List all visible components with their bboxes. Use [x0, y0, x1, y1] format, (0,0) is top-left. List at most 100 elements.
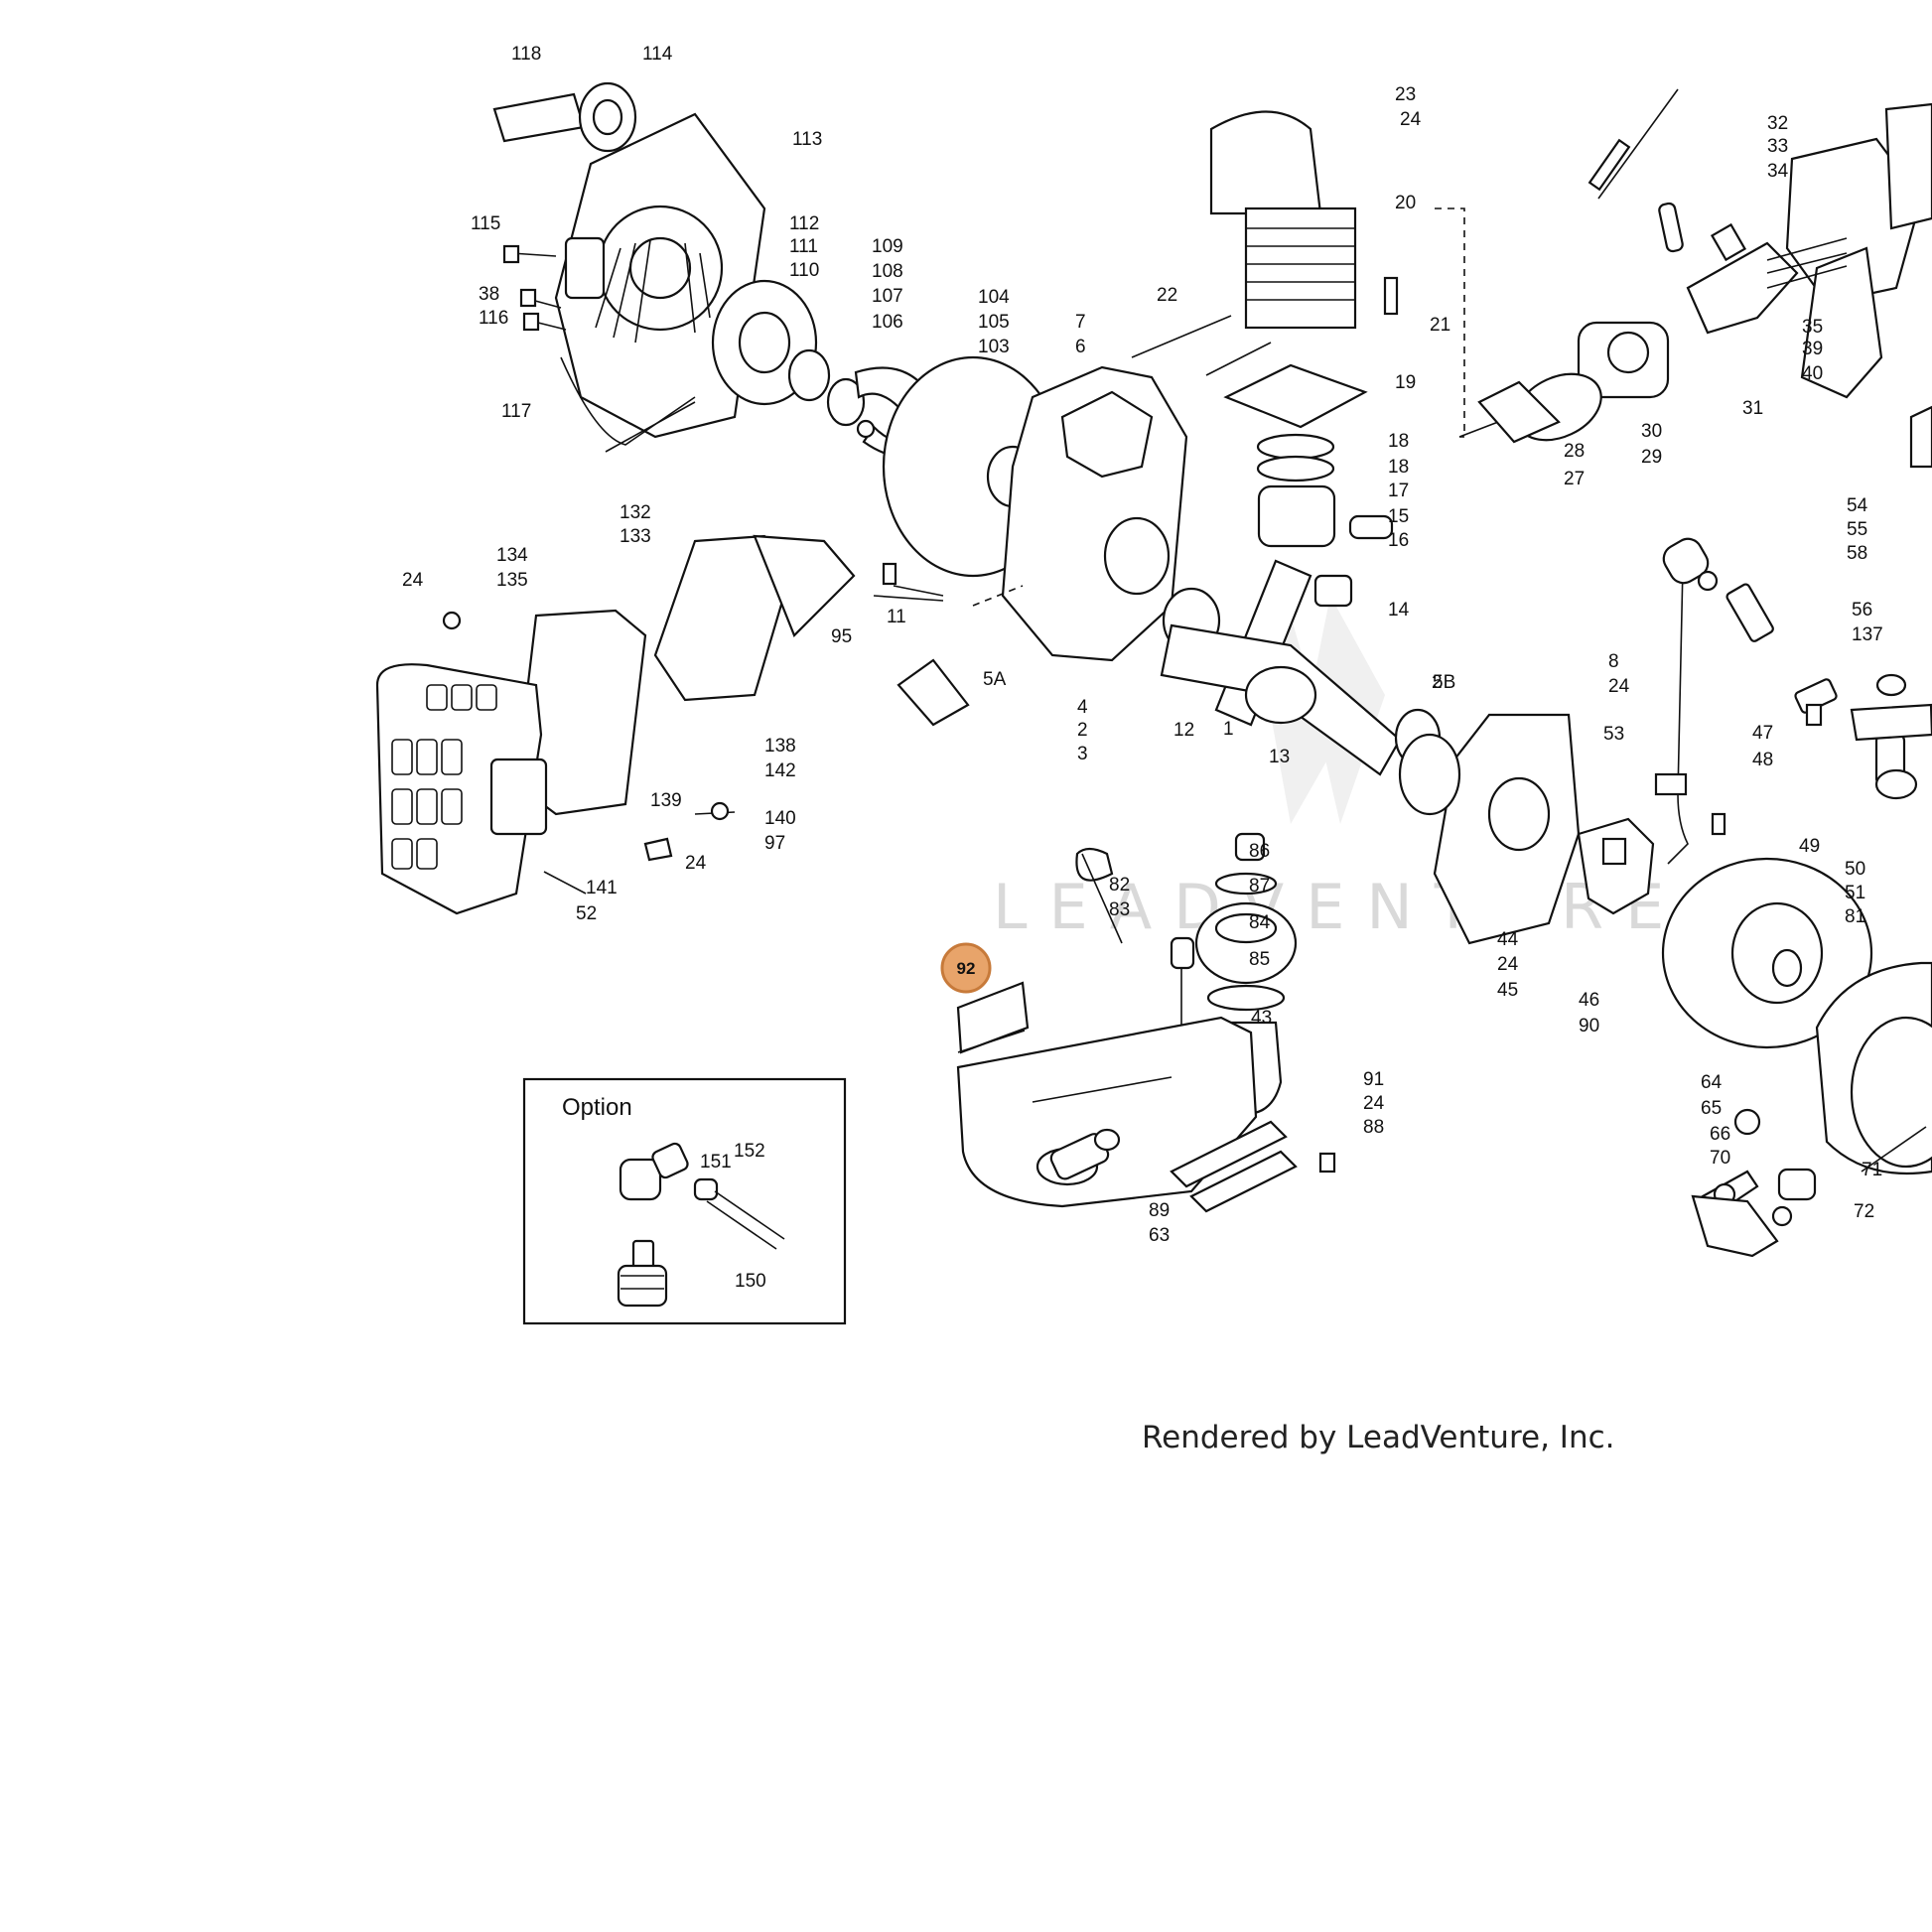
callout-7: 7 [1075, 312, 1086, 333]
callout-71: 71 [1862, 1160, 1882, 1180]
callout-82: 82 [1109, 875, 1130, 896]
air-cleaner-part [1785, 137, 1923, 305]
callout-113: 113 [792, 129, 822, 150]
callout-141: 141 [586, 878, 618, 898]
highlight-callout-92-label: 92 [957, 959, 976, 978]
callout-20: 20 [1395, 193, 1416, 213]
callout-48: 48 [1752, 750, 1773, 770]
highlight-callout-92[interactable] [940, 942, 992, 994]
callout-53: 53 [1603, 724, 1624, 745]
callout-29: 29 [1641, 447, 1662, 468]
callout-106: 106 [872, 312, 903, 333]
callout-24: 24 [1497, 954, 1519, 975]
callout-15: 15 [1388, 506, 1409, 527]
callout-21: 21 [1430, 315, 1450, 336]
callout-27: 27 [1564, 469, 1585, 489]
callout-114: 114 [642, 44, 673, 65]
muffler-group [375, 534, 970, 915]
callout-38: 38 [479, 284, 499, 305]
callout-3: 3 [1077, 744, 1088, 764]
callout-111: 111 [789, 236, 818, 257]
callout-50: 50 [1845, 859, 1865, 880]
callout-84: 84 [1249, 912, 1271, 933]
fuel-tank-part [956, 1016, 1258, 1208]
callout-142: 142 [764, 760, 796, 781]
callout-58: 58 [1847, 543, 1867, 564]
callout-24: 24 [1400, 109, 1422, 130]
callout-107: 107 [872, 286, 903, 307]
callout-116: 116 [479, 308, 508, 329]
callout-18: 18 [1388, 431, 1409, 452]
callout-109: 109 [872, 236, 903, 257]
callout-24: 24 [1608, 676, 1630, 697]
callout-18: 18 [1388, 457, 1409, 478]
callout-134: 134 [496, 545, 528, 566]
callout-17: 17 [1388, 481, 1409, 501]
option-callout-152: 152 [734, 1141, 765, 1162]
callout-6: 6 [1075, 337, 1086, 357]
callout-33: 33 [1767, 136, 1788, 157]
callout-24: 24 [1363, 1093, 1385, 1114]
crankcase-group [882, 355, 1221, 662]
option-callout-150: 150 [735, 1271, 766, 1292]
callout-88: 88 [1363, 1117, 1384, 1138]
callout-28: 28 [1564, 441, 1585, 462]
callout-43: 43 [1251, 1008, 1272, 1029]
callout-118: 118 [511, 44, 541, 65]
decal-part [492, 92, 586, 143]
callout-89: 89 [1149, 1200, 1170, 1221]
starter-handle-part [1691, 1194, 1779, 1258]
callout-45: 45 [1497, 980, 1518, 1001]
callout-86: 86 [1249, 841, 1270, 862]
part-92-bracket [956, 981, 1030, 1054]
callout-12: 12 [1173, 720, 1194, 741]
callout-65: 65 [1701, 1098, 1722, 1119]
callout-133: 133 [620, 526, 651, 547]
starter-cover-group [492, 81, 935, 459]
callout-24: 24 [685, 853, 707, 874]
callout-1: 1 [1223, 719, 1234, 740]
callout-47: 47 [1752, 723, 1773, 744]
callout-8: 8 [1608, 651, 1619, 672]
callout-115: 115 [471, 213, 500, 234]
callout-49: 49 [1799, 836, 1820, 857]
callout-31: 31 [1742, 398, 1763, 419]
callout-11: 11 [887, 607, 906, 627]
callout-139: 139 [650, 790, 682, 811]
callout-103: 103 [978, 337, 1010, 357]
callout-2: 2 [1077, 720, 1088, 741]
spark-plug-part [617, 1264, 668, 1308]
callout-135: 135 [496, 570, 528, 591]
spark-plug-cap-part [1662, 537, 1710, 585]
callout-32: 32 [1767, 113, 1788, 134]
callout-83: 83 [1109, 899, 1130, 920]
callout-91: 91 [1363, 1069, 1384, 1090]
cylinder-cover-part [1209, 110, 1322, 215]
callout-14: 14 [1388, 600, 1410, 621]
callout-132: 132 [620, 502, 651, 523]
callout-64: 64 [1701, 1072, 1723, 1093]
callout-46: 46 [1579, 990, 1599, 1011]
watermark: LEADVENTURE [993, 871, 1686, 943]
callout-95: 95 [831, 626, 852, 647]
callout-56: 56 [1852, 600, 1872, 621]
callout-112: 112 [789, 213, 819, 234]
callout-4: 4 [1077, 697, 1088, 718]
option-callout-151: 151 [700, 1152, 732, 1173]
callout-51: 51 [1845, 883, 1865, 903]
recoil-handle-group [1691, 1108, 1927, 1258]
callout-5B: 5B [1433, 672, 1455, 693]
callout-16: 16 [1388, 530, 1409, 551]
ignition-coil-part [1577, 817, 1655, 915]
option-title: Option [562, 1094, 632, 1121]
callout-44: 44 [1497, 929, 1519, 950]
callout-19: 19 [1395, 372, 1416, 393]
callout-2: 2 [1432, 672, 1443, 693]
callout-34: 34 [1767, 161, 1789, 182]
callout-35: 35 [1802, 317, 1823, 338]
callout-104: 104 [978, 287, 1010, 308]
